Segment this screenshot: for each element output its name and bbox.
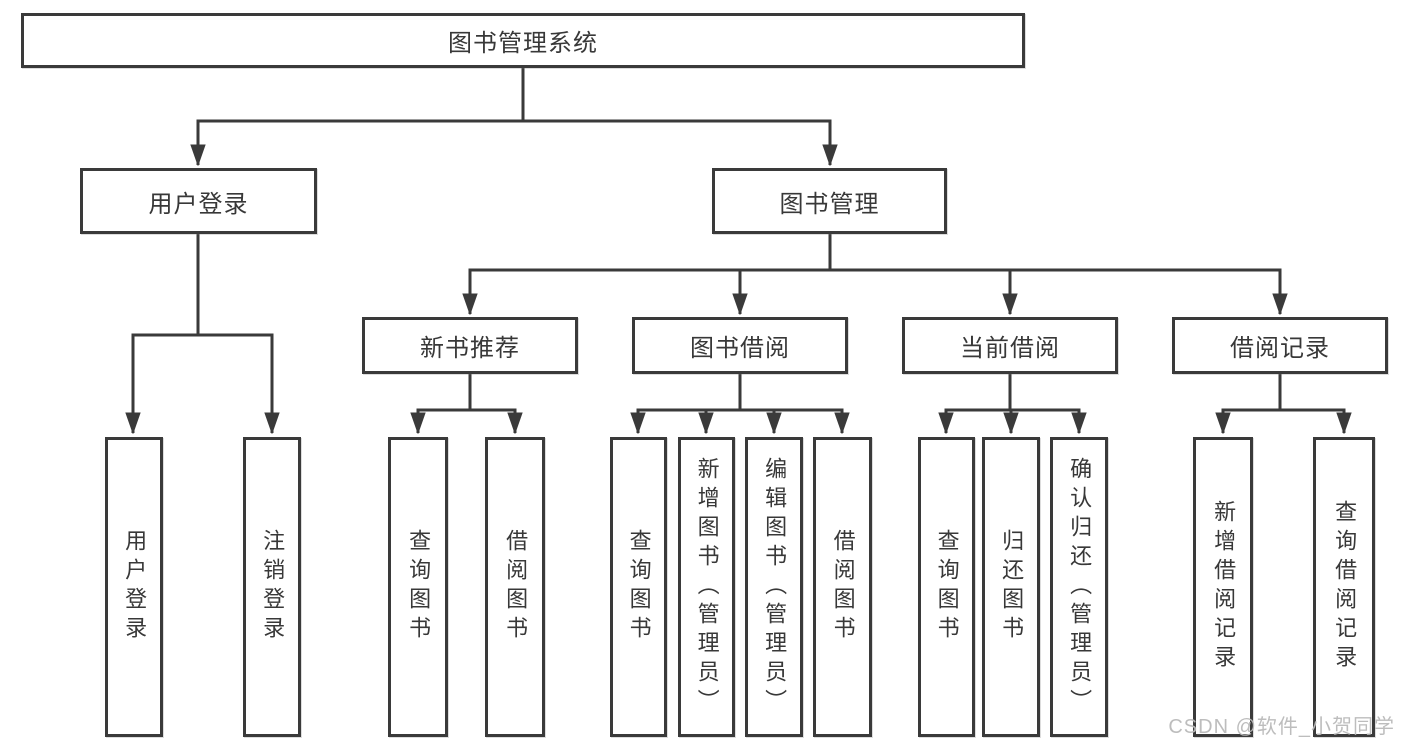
node-root: 图书管理系统 — [21, 13, 1025, 68]
leaf-confirm-return-admin: 确认归还（管理员） — [1050, 437, 1108, 737]
leaf-logout: 注销登录 — [243, 437, 301, 737]
node-borrow-records: 借阅记录 — [1172, 317, 1388, 374]
leaf-query-books-recommend: 查询图书 — [388, 437, 448, 737]
leaf-return-books: 归还图书 — [982, 437, 1040, 737]
leaf-borrow-books-recommend-label: 借阅图书 — [503, 529, 529, 645]
leaf-user-login: 用户登录 — [105, 437, 163, 737]
leaf-user-login-label: 用户登录 — [122, 529, 148, 645]
leaf-borrow-books-recommend: 借阅图书 — [485, 437, 545, 737]
leaf-confirm-return-admin-label: 确认归还（管理员） — [1067, 456, 1093, 718]
node-current-borrowing-label: 当前借阅 — [960, 335, 1060, 362]
node-book-borrowing: 图书借阅 — [632, 317, 848, 374]
leaf-edit-books-admin-label: 编辑图书（管理员） — [762, 456, 788, 718]
leaf-logout-label: 注销登录 — [260, 529, 286, 645]
leaf-add-books-admin-label: 新增图书（管理员） — [694, 456, 720, 718]
node-new-book-recommend: 新书推荐 — [362, 317, 578, 374]
leaf-borrow-books-borrowing: 借阅图书 — [813, 437, 872, 737]
csdn-watermark: CSDN @软件_小贺同学 — [1168, 716, 1395, 738]
leaf-query-books-current-label: 查询图书 — [934, 529, 960, 645]
node-user-login: 用户登录 — [80, 168, 317, 234]
node-book-borrowing-label: 图书借阅 — [690, 335, 790, 362]
node-new-book-recommend-label: 新书推荐 — [420, 335, 520, 362]
node-book-management-label: 图书管理 — [779, 190, 880, 218]
leaf-query-borrow-record: 查询借阅记录 — [1313, 437, 1375, 737]
node-borrow-records-label: 借阅记录 — [1230, 335, 1330, 362]
node-root-label: 图书管理系统 — [448, 30, 598, 57]
node-book-management: 图书管理 — [712, 168, 947, 234]
leaf-query-borrow-record-label: 查询借阅记录 — [1332, 500, 1358, 674]
leaf-return-books-label: 归还图书 — [999, 529, 1025, 645]
leaf-add-books-admin: 新增图书（管理员） — [678, 437, 735, 737]
node-current-borrowing: 当前借阅 — [902, 317, 1118, 374]
node-user-login-label: 用户登录 — [148, 190, 249, 218]
leaf-query-books-borrowing-label: 查询图书 — [626, 529, 652, 645]
leaf-query-books-recommend-label: 查询图书 — [406, 529, 432, 645]
leaf-add-borrow-record: 新增借阅记录 — [1193, 437, 1253, 737]
leaf-edit-books-admin: 编辑图书（管理员） — [745, 437, 803, 737]
leaf-borrow-books-borrowing-label: 借阅图书 — [830, 529, 856, 645]
leaf-add-borrow-record-label: 新增借阅记录 — [1211, 500, 1237, 674]
leaf-query-books-current: 查询图书 — [918, 437, 975, 737]
leaf-query-books-borrowing: 查询图书 — [610, 437, 667, 737]
